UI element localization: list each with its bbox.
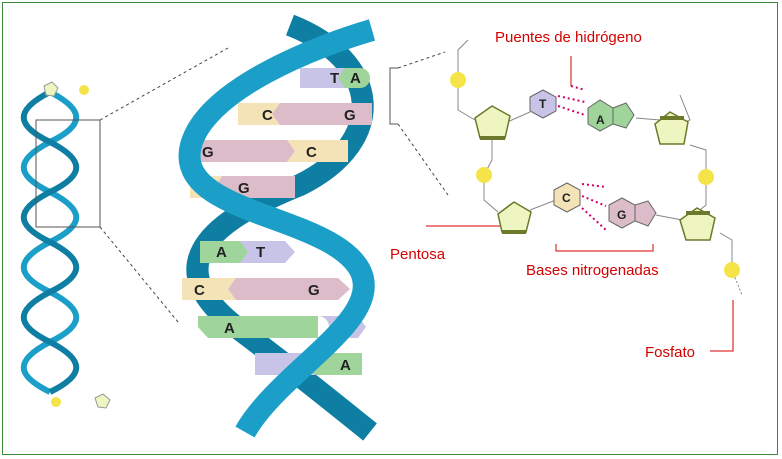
zoom-line-top xyxy=(99,47,229,121)
detail-bracket xyxy=(389,67,398,125)
nitrogenous-bases-label: Bases nitrogenadas xyxy=(526,262,659,279)
small-phosphate-top xyxy=(79,85,89,95)
base-label: A xyxy=(216,244,227,261)
small-phosphate-bottom xyxy=(51,397,61,407)
detail-base-label: A xyxy=(596,113,605,127)
zoom-line-bottom xyxy=(99,226,179,323)
base-label: G xyxy=(202,144,214,161)
detail-line-bottom xyxy=(397,123,449,196)
base-pair-1: T A xyxy=(300,68,370,88)
phosphate-3 xyxy=(698,169,714,185)
phosphate-leader xyxy=(710,300,734,352)
pentose-label: Pentosa xyxy=(390,246,446,263)
base-label: G xyxy=(308,282,320,299)
base-label: G xyxy=(344,107,356,124)
zoom-box xyxy=(35,119,101,228)
base-pair-5: A T xyxy=(200,241,295,263)
detail-thymine xyxy=(529,89,557,119)
phosphate-4 xyxy=(724,262,740,278)
base-label: C xyxy=(262,107,273,124)
base-pair-2: C G xyxy=(238,103,372,125)
small-pentose-bottom xyxy=(94,393,111,409)
base-label: G xyxy=(238,180,250,197)
base-label: A xyxy=(340,357,351,374)
detail-cytosine xyxy=(553,182,581,213)
base-pair-3: G C xyxy=(188,140,348,162)
pentose-4 xyxy=(679,207,716,241)
base-label: A xyxy=(350,70,361,87)
phosphate-2 xyxy=(476,167,492,183)
base-label: C xyxy=(306,144,317,161)
detail-base-label: C xyxy=(562,191,571,205)
detail-line-top xyxy=(397,51,446,69)
large-helix: T A C G G C C G A T xyxy=(178,14,377,441)
small-pentose-top xyxy=(43,81,59,97)
molecular-detail: T A C G xyxy=(450,39,743,296)
detail-base-label: T xyxy=(539,97,547,111)
base-label: C xyxy=(194,282,205,299)
base-label: T xyxy=(330,70,339,87)
detail-base-label: G xyxy=(617,208,626,222)
base-pair-6: C G xyxy=(182,278,350,300)
pentose-2 xyxy=(497,201,532,233)
base-label: T xyxy=(256,244,265,261)
phosphate-label: Fosfato xyxy=(645,344,695,361)
small-helix xyxy=(20,81,111,409)
hydrogen-bonds-label: Puentes de hidrógeno xyxy=(495,29,642,46)
bases-bracket xyxy=(555,244,654,252)
pentose-1 xyxy=(474,105,511,139)
base-label: A xyxy=(224,320,235,337)
phosphate-1 xyxy=(450,72,466,88)
